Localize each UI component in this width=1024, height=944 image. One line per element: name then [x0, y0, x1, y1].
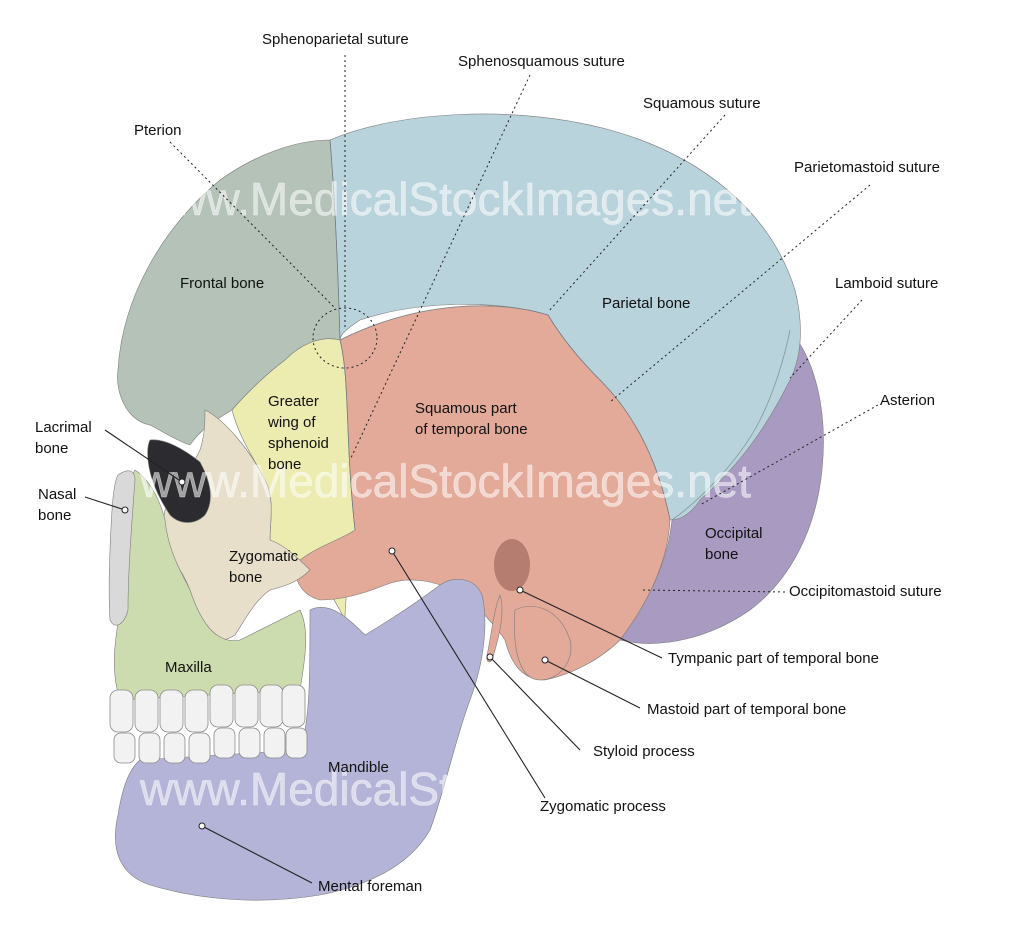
label-asterion: Asterion [880, 392, 935, 409]
leader-styloid [489, 656, 581, 751]
label-mandible: Mandible [328, 759, 389, 776]
label-squamous-part-line-2: of temporal bone [415, 421, 528, 438]
label-tympanic-part: Tympanic part of temporal bone [668, 650, 879, 667]
label-occipital-bone-line-2: bone [705, 546, 738, 563]
marker-mastoid [541, 656, 549, 664]
lower-tooth [213, 727, 236, 759]
mandible-region [115, 578, 486, 901]
leader-mental-foramen [201, 825, 313, 884]
label-pterion: Pterion [134, 122, 182, 139]
lower-tooth [285, 727, 308, 759]
leader-lines [84, 55, 879, 884]
leader-occipitomastoid [639, 589, 786, 593]
leader-parietomastoid [609, 184, 871, 403]
upper-tooth [234, 684, 259, 728]
label-nasal-bone-line-1: Nasal [38, 486, 76, 503]
label-greater-wing-line-2: wing of [267, 414, 316, 431]
suture-lines [329, 139, 791, 531]
marker-nasal [121, 506, 129, 514]
label-mastoid-part: Mastoid part of temporal bone [647, 701, 846, 718]
label-frontal-bone: Frontal bone [180, 275, 264, 292]
lower-tooth [163, 732, 186, 764]
mastoid-process-shape [514, 605, 572, 681]
skull-bones [108, 113, 824, 901]
leader-lacrimal [104, 429, 183, 483]
marker-lacrimal [178, 478, 186, 486]
label-zygomatic-process: Zygomatic process [540, 798, 666, 815]
watermark-text-middle: www.MedicalStockImages.net [139, 455, 751, 507]
lower-tooth [188, 732, 211, 764]
label-lacrimal-bone-line-1: Lacrimal [35, 419, 92, 436]
marker-tympanic [516, 586, 524, 594]
marker-zygomatic-process [388, 547, 396, 555]
marker-styloid [486, 653, 494, 661]
upper-tooth [134, 689, 159, 733]
leader-mastoid [544, 659, 641, 709]
label-occipitomastoid-suture: Occipitomastoid suture [789, 583, 942, 600]
teeth [109, 684, 308, 764]
pterion-circle [312, 307, 378, 369]
upper-tooth [209, 684, 234, 728]
label-maxilla: Maxilla [165, 659, 212, 676]
lower-tooth [113, 732, 136, 764]
label-sphenoparietal-suture: Sphenoparietal suture [262, 31, 409, 48]
upper-tooth [259, 684, 284, 728]
watermark: www.MedicalStockImages.net www.MedicalSt… [139, 173, 752, 816]
upper-tooth [109, 689, 134, 733]
parietal-bone-region [329, 113, 801, 521]
label-styloid-process: Styloid process [593, 743, 695, 760]
label-mental-foramen: Mental foreman [318, 878, 422, 895]
leader-asterion [699, 404, 879, 506]
label-greater-wing-line-3: sphenoid [268, 435, 329, 452]
nasal-bone-region [108, 470, 136, 626]
label-squamous-suture: Squamous suture [643, 95, 761, 112]
label-lacrimal-bone-line-2: bone [35, 440, 68, 457]
label-lamboid-suture: Lamboid suture [835, 275, 938, 292]
leader-nasal [84, 496, 126, 511]
label-greater-wing-line-4: bone [268, 456, 301, 473]
leader-sphenosquamous [349, 74, 531, 461]
upper-tooth [159, 689, 184, 733]
upper-tooth [281, 684, 306, 728]
labels: Sphenoparietal suture Sphenosquamous sut… [35, 31, 942, 895]
label-squamous-part-line-1: Squamous part [415, 400, 518, 417]
leader-squamous [547, 114, 726, 313]
lower-tooth [263, 727, 286, 759]
label-occipital-bone-line-1: Occipital [705, 525, 763, 542]
label-parietomastoid-suture: Parietomastoid suture [794, 159, 940, 176]
watermark-text-top: www.MedicalStockImages.net [139, 173, 751, 225]
leader-lamboid [789, 299, 863, 379]
marker-mental-foramen [198, 822, 206, 830]
leader-zygomatic-process [391, 550, 546, 799]
external-acoustic-meatus [494, 539, 530, 591]
lower-tooth [138, 732, 161, 764]
leader-tympanic [519, 589, 663, 659]
label-zygomatic-bone-line-1: Zygomatic [229, 548, 299, 565]
label-nasal-bone-line-2: bone [38, 507, 71, 524]
lower-tooth [238, 727, 261, 759]
label-parietal-bone: Parietal bone [602, 295, 690, 312]
styloid-process-shape [486, 594, 503, 663]
leader-pterion [169, 141, 336, 309]
label-greater-wing-line-1: Greater [268, 393, 319, 410]
watermark-text-bottom: www.MedicalStockImages.net [139, 763, 751, 815]
label-zygomatic-bone-line-2: bone [229, 569, 262, 586]
label-sphenosquamous-suture: Sphenosquamous suture [458, 53, 625, 70]
upper-tooth [184, 689, 209, 733]
